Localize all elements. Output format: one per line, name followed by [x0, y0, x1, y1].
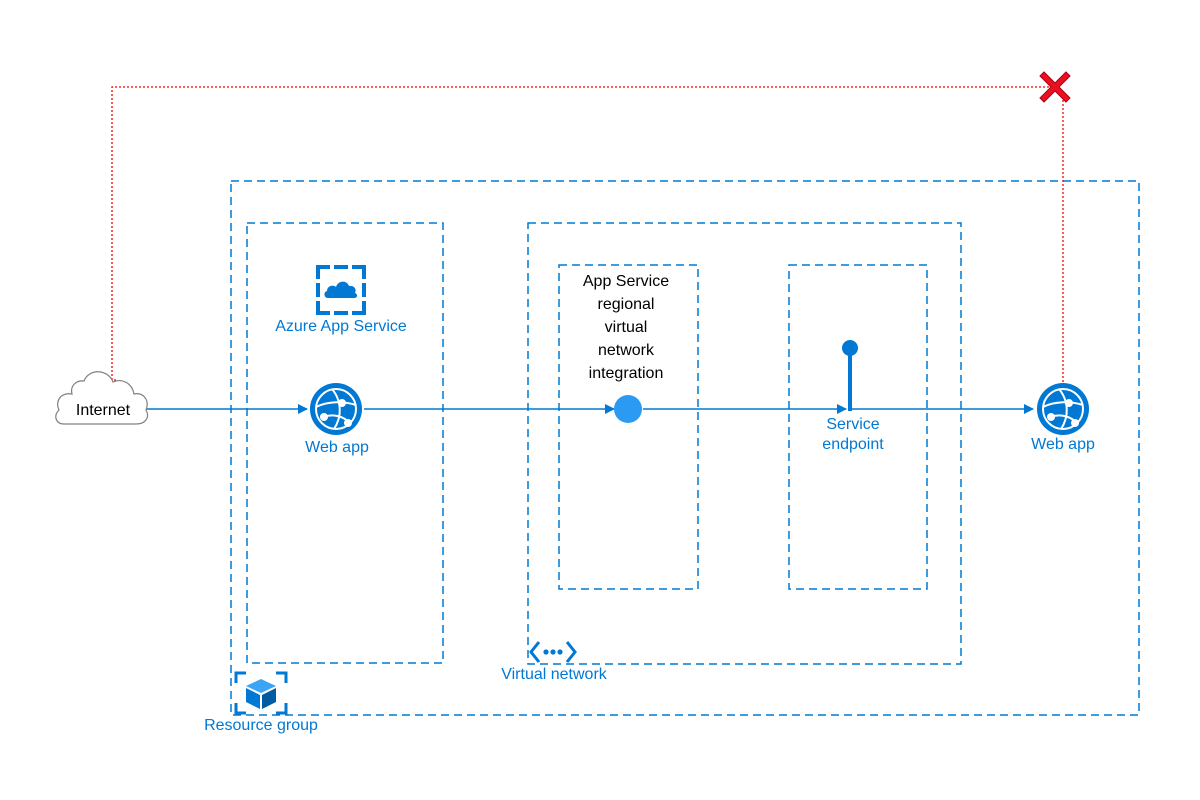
resource-group-label: Resource group [204, 717, 318, 734]
vnet-integration-label-line: virtual [604, 319, 648, 336]
web-app-label: Web app [1031, 436, 1095, 453]
virtual-network-boundary [527, 222, 962, 665]
vnet-integration-label-line: regional [597, 296, 655, 313]
web-app-icon [1037, 383, 1089, 435]
virtual-network-label: Virtual network [501, 666, 607, 683]
cloud-icon [55, 371, 149, 425]
resource-group-boundary [230, 180, 1140, 716]
integration-subnet-boundary [558, 264, 699, 590]
blocked-path-line [111, 86, 1052, 381]
vnet-integration-label-line: App Service [582, 273, 670, 290]
app-service-icon [316, 265, 366, 315]
service-endpoint-label: Service endpoint [822, 415, 883, 455]
app-service-boundary [246, 222, 444, 664]
endpoint-subnet-boundary [788, 264, 928, 590]
web-app-label: Web app [305, 439, 369, 456]
service-endpoint-icon [842, 340, 858, 411]
resource-group-icon [234, 671, 288, 715]
service-endpoint-label-line: Service [826, 416, 880, 433]
internet-label: Internet [75, 402, 131, 419]
blocked-x-icon [1039, 71, 1071, 103]
vnet-integration-label: App Service regional virtual network int… [583, 270, 669, 385]
web-app-icon [310, 383, 362, 435]
virtual-network-icon [529, 641, 577, 663]
app-service-label: Azure App Service [275, 318, 407, 335]
service-endpoint-label-line: endpoint [822, 436, 884, 453]
vnet-integration-label-line: network [597, 342, 655, 359]
vnet-integration-label-line: integration [588, 365, 664, 382]
integration-dot-icon [614, 395, 642, 423]
